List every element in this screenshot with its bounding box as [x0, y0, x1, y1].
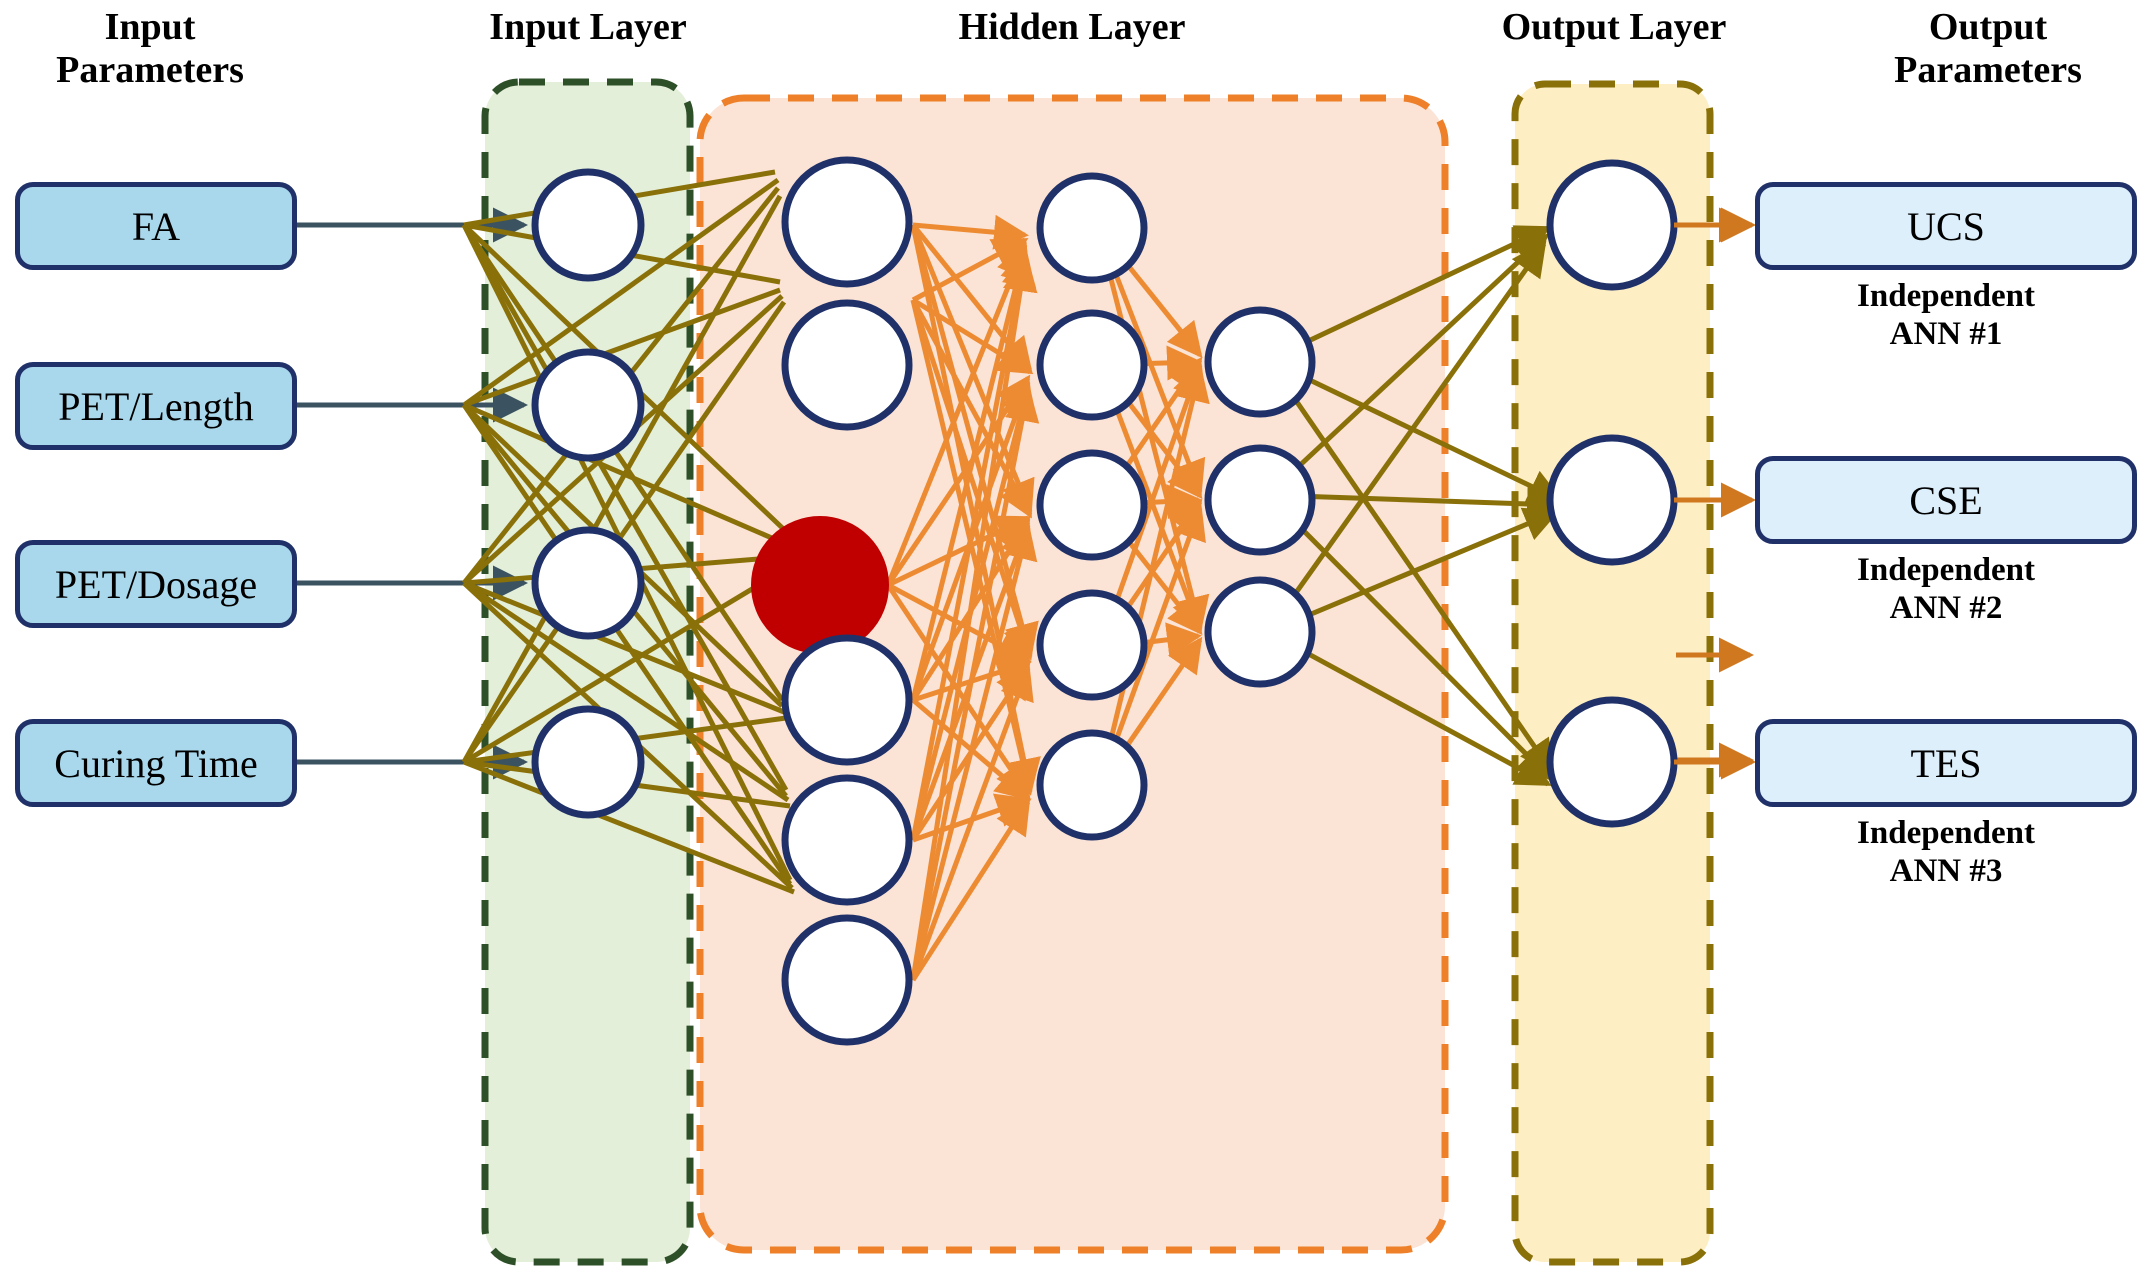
hidden-node[interactable]: [781, 156, 913, 288]
output-node[interactable]: [1546, 159, 1678, 291]
hidden-layer-column-2-nodes: [1036, 172, 1148, 841]
output-node[interactable]: [1546, 434, 1678, 566]
input-box-pet-dosage[interactable]: PET/Dosage: [15, 540, 297, 628]
hidden-node[interactable]: [1036, 449, 1148, 561]
input-node[interactable]: [531, 168, 645, 282]
hidden-node[interactable]: [781, 634, 913, 766]
input-node[interactable]: [531, 705, 645, 819]
input-box-label: Curing Time: [54, 740, 258, 786]
input-box-label: FA: [131, 203, 181, 249]
header-input-layer: Input Layer: [489, 6, 687, 48]
hidden-node[interactable]: [781, 299, 913, 431]
header-hidden-layer: Hidden Layer: [958, 6, 1186, 48]
hidden-layer-column-1-nodes: [751, 156, 913, 1046]
input-box-curing-time[interactable]: Curing Time: [15, 719, 297, 807]
input-box-fa[interactable]: FA: [15, 182, 297, 270]
hidden-layer-column-3-nodes: [1204, 306, 1316, 688]
output-layer-nodes: [1546, 159, 1678, 828]
edges-hidden3-to-output: [1265, 225, 1564, 787]
output-box-label: CSE: [1909, 477, 1983, 523]
ann-note-1: Independent ANN #1: [1857, 278, 2035, 352]
input-box-label: PET/Length: [58, 383, 254, 429]
input-box-pet-length[interactable]: PET/Length: [15, 362, 297, 450]
output-box-arrows-final: [1674, 207, 1757, 780]
hidden-node[interactable]: [1204, 306, 1316, 418]
input-node[interactable]: [531, 348, 645, 462]
ann-note-3: Independent ANN #3: [1857, 815, 2035, 889]
hidden-node[interactable]: [1036, 589, 1148, 701]
edges-hidden1-to-hidden2: [885, 214, 1041, 982]
input-node[interactable]: [531, 526, 645, 640]
hidden-node[interactable]: [781, 774, 913, 906]
input-layer-nodes: [531, 168, 645, 819]
header-input-parameters: Input Parameters: [56, 6, 244, 91]
output-layer-container: [1511, 80, 1714, 1266]
output-node[interactable]: [1546, 696, 1678, 828]
ann-note-2: Independent ANN #2: [1857, 552, 2035, 626]
header-output-parameters: Output Parameters: [1894, 6, 2082, 91]
hidden-node[interactable]: [1204, 444, 1316, 556]
output-box-label: UCS: [1907, 203, 1985, 249]
input-box-label: PET/Dosage: [54, 561, 258, 607]
hidden-node[interactable]: [1036, 309, 1148, 421]
output-box-label: TES: [1910, 740, 1982, 786]
output-box-cse[interactable]: CSE: [1755, 456, 2137, 544]
output-box-ucs[interactable]: UCS: [1755, 182, 2137, 270]
hidden-node-highlighted[interactable]: [751, 516, 889, 654]
hidden-node[interactable]: [1036, 729, 1148, 841]
header-output-layer: Output Layer: [1501, 6, 1727, 48]
hidden-node[interactable]: [781, 914, 913, 1046]
hidden-node[interactable]: [1036, 172, 1148, 284]
hidden-node[interactable]: [1204, 576, 1316, 688]
output-box-tes[interactable]: TES: [1755, 719, 2137, 807]
